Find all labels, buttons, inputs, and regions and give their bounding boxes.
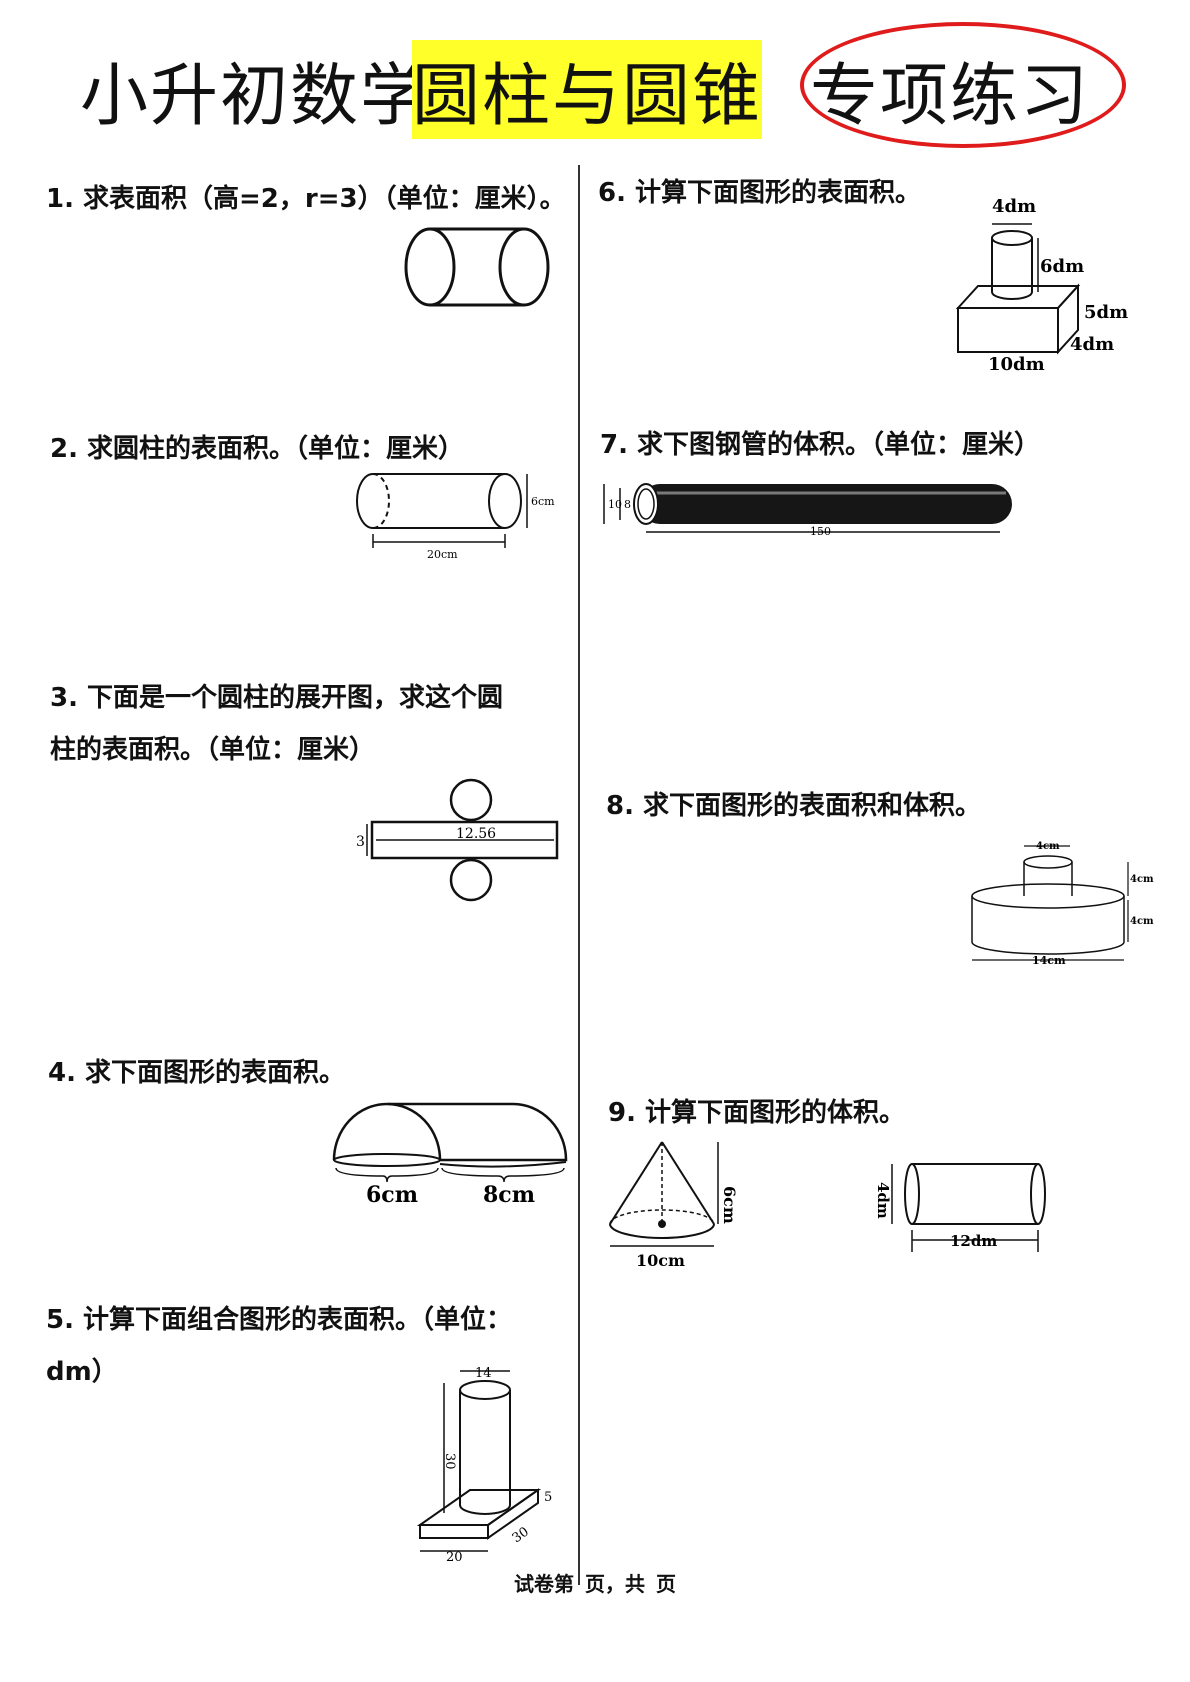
footer-part-1: 试卷第 [514,1572,575,1596]
page-title: 小升初数学 圆柱与圆锥 专项练习 [0,22,1190,148]
question-9: 9. 计算下面图形的体积。 [608,1098,906,1128]
dim-10: 10 [608,498,622,511]
figure-cylinder-1 [400,222,560,316]
dim-6cm: 6cm [720,1186,739,1224]
figure-cylinder-on-block: 14 30 5 20 30 [410,1365,580,1569]
dim-12dm: 12dm [950,1232,997,1250]
title-prefix: 小升初数学 [80,57,431,136]
dim-6cm: 6cm [531,495,555,508]
dim-30-depth: 30 [510,1524,532,1546]
dim-5: 5 [544,1490,552,1505]
figure-lying-cylinder: 4dm 12dm [872,1160,1052,1264]
dim-3: 3 [356,834,365,850]
figure-steel-pipe: 10 8 150 [600,476,1020,550]
figure-cylinder-on-box: 4dm 6dm 5dm 4dm 10dm [952,196,1142,380]
title-highlight: 圆柱与圆锥 [412,40,763,139]
question-4: 4. 求下面图形的表面积。 [48,1058,346,1088]
dim-5dm: 5dm [1084,302,1128,323]
column-divider [578,165,580,1585]
question-5-line-2: dm） [46,1357,118,1387]
question-5: 5. 计算下面组合图形的表面积。（单位： dm） [46,1294,512,1398]
dim-10cm: 10cm [636,1251,685,1270]
dim-12-56: 12.56 [456,826,496,842]
dim-6cm: 6cm [366,1182,418,1207]
dim-10dm: 10dm [988,354,1045,375]
dim-20: 20 [446,1550,463,1565]
question-5-line-1: 5. 计算下面组合图形的表面积。（单位： [46,1305,513,1335]
figure-stacked-cylinders: 4cm 4cm 4cm 14cm [968,838,1158,972]
question-3-line-1: 3. 下面是一个圆柱的展开图，求这个圆 [50,683,504,713]
dim-14: 14 [475,1366,492,1381]
footer-part-2: 页，共 [585,1572,645,1596]
dim-4cm-diameter: 4cm [1036,841,1060,852]
question-6: 6. 计算下面图形的表面积。 [598,178,922,208]
dim-30-height: 30 [442,1453,457,1470]
dim-150: 150 [810,525,831,538]
question-8: 8. 求下面图形的表面积和体积。 [606,791,982,821]
dim-6dm: 6dm [1040,256,1084,277]
dim-8cm: 8cm [483,1182,535,1207]
figure-cylinder-net: 12.56 3 [356,778,566,922]
dim-4dm-depth: 4dm [1070,334,1114,355]
question-3-line-2: 柱的表面积。（单位：厘米） [50,735,376,765]
figure-cone: 6cm 10cm [604,1136,754,1280]
footer-part-3: 页 [655,1572,676,1596]
question-2: 2. 求圆柱的表面积。（单位：厘米） [50,434,465,464]
question-7: 7. 求下图钢管的体积。（单位：厘米） [600,430,1041,460]
figure-cylinder-2: 6cm 20cm [355,470,565,564]
dim-4dm: 4dm [874,1182,892,1219]
question-1: 1. 求表面积（高=2，r=3）（单位：厘米）。 [46,184,566,214]
dim-4cm-lower-height: 4cm [1130,916,1154,927]
figure-half-cylinders: 6cm 8cm [328,1092,573,1211]
dim-4dm-top: 4dm [992,196,1036,217]
page-footer: 试卷第 页，共 页 [0,1568,1190,1597]
dim-4cm-upper-height: 4cm [1130,874,1154,885]
question-3: 3. 下面是一个圆柱的展开图，求这个圆 柱的表面积。（单位：厘米） [50,672,503,776]
title-red-circle [800,22,1126,148]
dim-8: 8 [624,498,631,511]
dim-14cm: 14cm [1032,954,1066,967]
dim-20cm: 20cm [427,548,458,560]
